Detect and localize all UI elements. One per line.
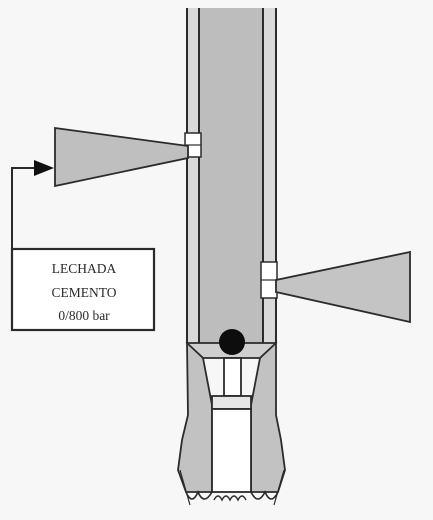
pipe-wall-left [187, 8, 199, 343]
lower-right-nozzle [275, 250, 411, 324]
label-line-2: CEMENTO [51, 285, 116, 300]
valve-seat [177, 340, 286, 506]
label-box [10, 247, 156, 332]
pipe-body [184, 8, 278, 343]
lower-chamber [211, 408, 252, 493]
label-line-1: LECHADA [52, 261, 117, 276]
arrowhead-right-icon [34, 160, 54, 176]
feed-line [11, 167, 38, 249]
upper-left-nozzle [54, 126, 189, 188]
pipe-bore [199, 8, 263, 343]
pipe-wall-right [263, 8, 276, 343]
label-line-3: 0/800 bar [58, 308, 110, 323]
bottom-teeth [185, 489, 279, 500]
sealing-ball-icon [219, 329, 245, 355]
